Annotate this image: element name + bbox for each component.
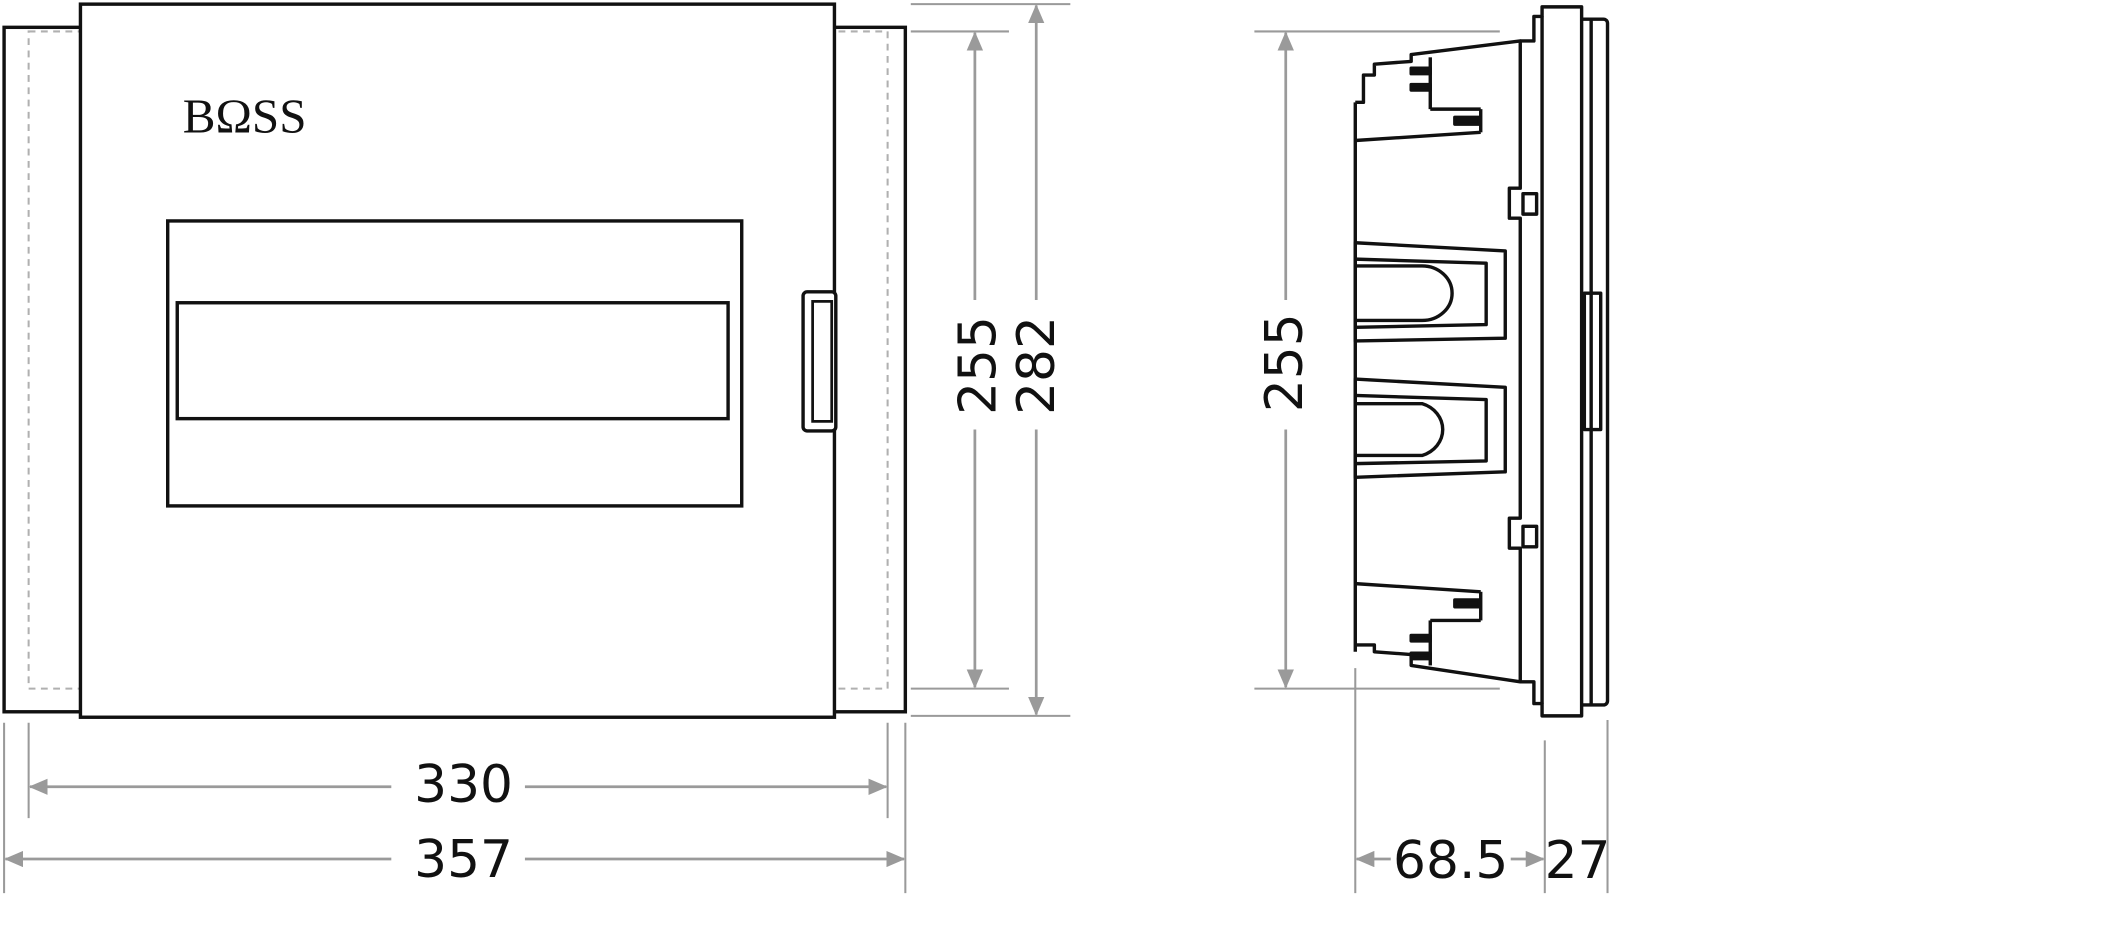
- dim-inner-width: 330: [28, 755, 888, 815]
- breaker-window-frame: [166, 219, 744, 508]
- front-dimension-lines: [3, 3, 1071, 894]
- dim-330-label: 330: [414, 755, 513, 815]
- clip-top: [1521, 191, 1539, 216]
- front-frame: [1520, 5, 1584, 718]
- dim-side-255-label: 255: [1255, 313, 1315, 412]
- dim-inner-height: 255: [948, 31, 1008, 689]
- brand-logo: BΩSS: [183, 88, 307, 143]
- dim-side-height: 255: [1255, 31, 1315, 689]
- dim-357-label: 357: [414, 830, 513, 890]
- frame-right-flange: [830, 25, 908, 714]
- dim-front-depth: 27: [1545, 831, 1611, 891]
- dim-255-label: 255: [948, 316, 1008, 415]
- dim-68-5-label: 68.5: [1393, 831, 1508, 891]
- side-view: [1353, 5, 1610, 718]
- dim-outer-width: 357: [4, 830, 906, 890]
- breaker-window-slot: [175, 301, 730, 421]
- dim-body-depth: 68.5: [1355, 831, 1545, 891]
- dim-282-label: 282: [1007, 316, 1067, 415]
- front-view: BΩSS: [2, 2, 908, 719]
- knockout-upper: [1353, 241, 1507, 343]
- clip-bottom: [1521, 524, 1539, 549]
- door-latch-inner: [811, 300, 834, 423]
- frame-left-flange: [2, 25, 84, 714]
- knockout-lower: [1353, 377, 1507, 479]
- side-latch: [1582, 291, 1603, 432]
- dim-27-label: 27: [1545, 831, 1611, 891]
- front-door: [1581, 17, 1610, 707]
- door-panel: [78, 2, 837, 719]
- dim-outer-height: 282: [1007, 4, 1067, 716]
